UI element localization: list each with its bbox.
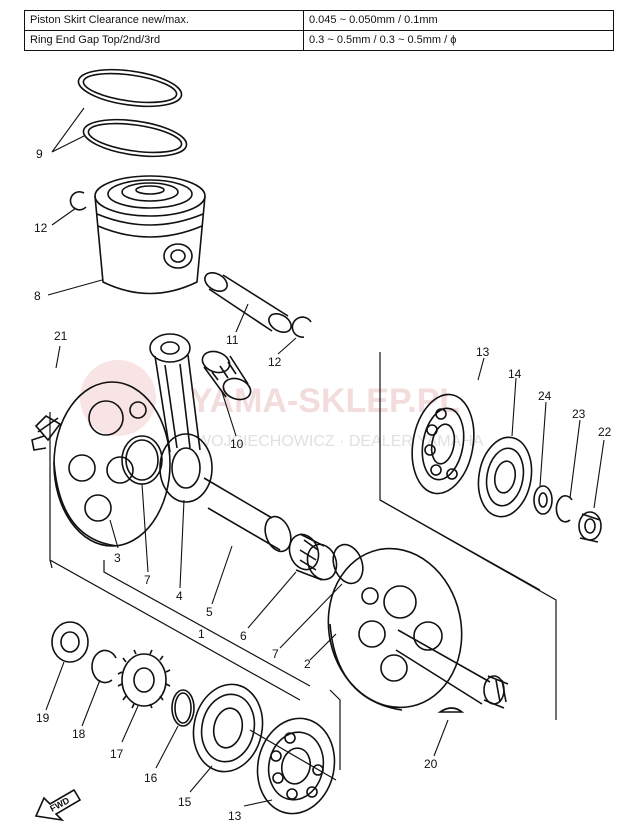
callout: 10 xyxy=(230,437,244,451)
callout: 4 xyxy=(176,589,183,603)
spec-row: Ring End Gap Top/2nd/3rd 0.3 ~ 0.5mm / 0… xyxy=(24,30,614,51)
callout: 17 xyxy=(110,747,124,761)
nut xyxy=(51,621,89,663)
callout: 14 xyxy=(508,367,522,381)
callout: 12 xyxy=(34,221,48,235)
spec-label: Ring End Gap Top/2nd/3rd xyxy=(24,30,304,51)
callout-labels: 9 12 8 11 12 21 13 14 24 23 22 10 3 7 4 … xyxy=(34,147,612,823)
spacer xyxy=(578,511,602,543)
bearing-right xyxy=(411,393,475,495)
crank-wheel-left xyxy=(31,381,171,547)
callout: 12 xyxy=(268,355,282,369)
lock-washer xyxy=(91,649,117,684)
thrust-washer-right xyxy=(332,543,364,585)
woodruff-key xyxy=(437,707,465,713)
callout: 20 xyxy=(424,757,438,771)
assembly-lines xyxy=(49,352,557,781)
spec-table: Piston Skirt Clearance new/max. 0.045 ~ … xyxy=(24,10,614,51)
primary-gear xyxy=(117,649,171,709)
callout: 19 xyxy=(36,711,50,725)
collar xyxy=(533,485,553,515)
big-end-bearing xyxy=(288,533,338,581)
callout: 23 xyxy=(572,407,586,421)
callout: 3 xyxy=(114,551,121,565)
oil-seal-left xyxy=(192,683,264,773)
callout: 11 xyxy=(226,333,239,347)
piston-pin xyxy=(204,272,292,333)
callout: 24 xyxy=(538,389,552,403)
small-end-bearing xyxy=(201,350,252,401)
o-ring xyxy=(171,689,195,727)
circlip-small xyxy=(555,495,573,523)
callout: 6 xyxy=(240,629,247,643)
callout: 22 xyxy=(598,425,612,439)
callout: 9 xyxy=(36,147,43,161)
callout: 13 xyxy=(476,345,490,359)
crank-pin xyxy=(203,477,292,553)
callout: 2 xyxy=(304,657,311,671)
piston xyxy=(94,175,206,295)
callout: 21 xyxy=(54,329,68,343)
fwd-arrow: FWD xyxy=(34,788,82,822)
callout: 18 xyxy=(72,727,86,741)
callout: 5 xyxy=(206,605,213,619)
spec-value: 0.3 ~ 0.5mm / 0.3 ~ 0.5mm / ϕ xyxy=(303,30,614,51)
callout: 1 xyxy=(198,627,205,641)
circlip xyxy=(69,190,312,338)
bearing-left xyxy=(256,717,336,815)
piston-rings xyxy=(77,68,188,158)
oil-seal xyxy=(477,436,533,518)
callout: 16 xyxy=(144,771,158,785)
callout: 15 xyxy=(178,795,192,809)
callout: 13 xyxy=(228,809,242,823)
leader-lines xyxy=(45,107,605,807)
watermark-logo xyxy=(80,360,156,436)
watermark-title: YAMA-SKLEP.PL xyxy=(190,382,460,420)
crank-wheel-right xyxy=(327,547,509,711)
callout: 7 xyxy=(144,573,151,587)
callout: 7 xyxy=(272,647,279,661)
callout: 8 xyxy=(34,289,41,303)
